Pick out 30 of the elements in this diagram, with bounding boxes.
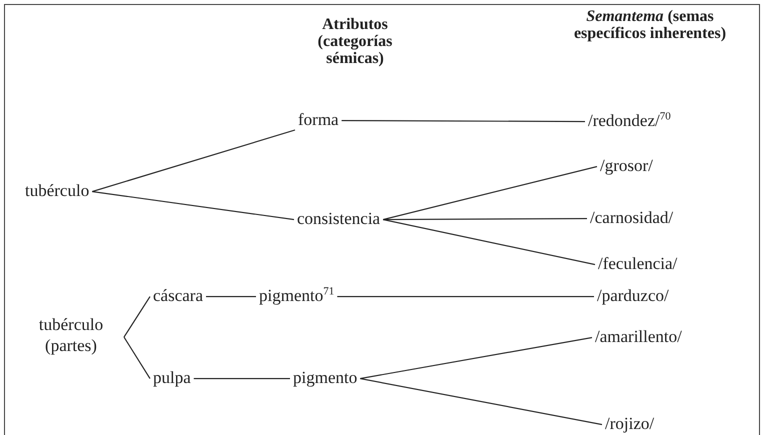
connector-line bbox=[382, 166, 598, 220]
term-text: /redondez/$^{70}$ bbox=[585, 110, 674, 131]
connector-line bbox=[383, 218, 587, 220]
connector-line bbox=[206, 296, 256, 298]
connector-line bbox=[194, 378, 290, 380]
column-heading: Semantema (semas específicos inherentes) bbox=[572, 8, 728, 42]
term-text: tubérculo bbox=[22, 180, 92, 201]
connector-line bbox=[382, 219, 596, 266]
connector-line bbox=[337, 296, 594, 298]
connector-line bbox=[92, 191, 294, 220]
term-text: /carnosidad/ bbox=[587, 207, 676, 228]
connector-line bbox=[124, 296, 150, 338]
term-text: /rojizo/ bbox=[602, 413, 658, 434]
term-text: pigmento$^{71}$ bbox=[256, 285, 338, 306]
connector-line bbox=[92, 129, 296, 192]
term-text: cáscara bbox=[150, 285, 206, 306]
term-text: /parduzco/ bbox=[594, 285, 672, 306]
term-text: tubérculo (partes) bbox=[18, 314, 124, 356]
term-text: /grosor/ bbox=[597, 155, 656, 176]
connector-line bbox=[360, 378, 602, 426]
column-heading: Atributos (categorías sémicas) bbox=[316, 16, 394, 67]
term-text: /feculencia/ bbox=[595, 253, 680, 274]
term-text: forma bbox=[295, 109, 342, 130]
connector-line bbox=[124, 336, 150, 379]
connector-line bbox=[360, 337, 592, 380]
connector-line bbox=[342, 120, 585, 122]
term-text: pulpa bbox=[150, 367, 194, 388]
term-text: /amarillento/ bbox=[592, 326, 685, 347]
term-text: consistencia bbox=[294, 208, 384, 229]
term-text: pigmento bbox=[290, 367, 360, 388]
